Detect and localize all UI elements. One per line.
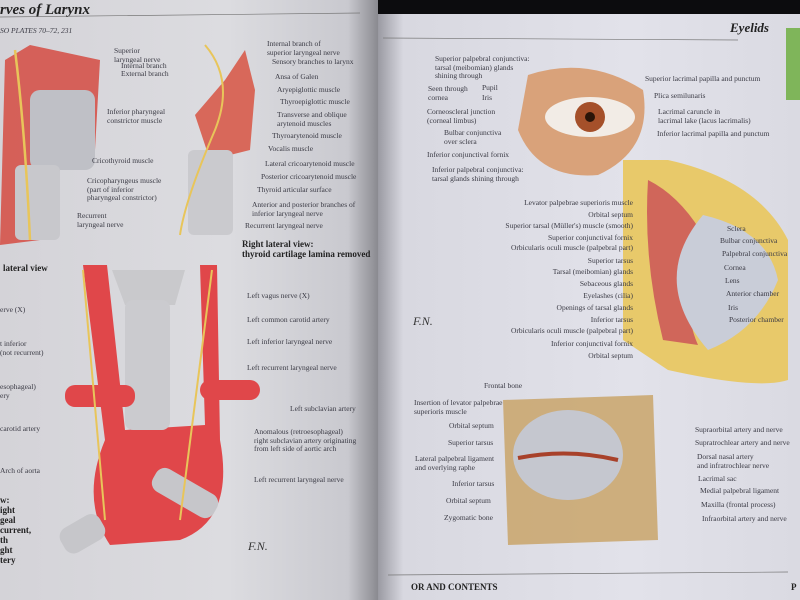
orbit-right-label: Medial palpebral ligament — [700, 486, 780, 495]
section-right-label: Palpebral conjunctiva — [722, 249, 788, 258]
orbit-left-label: Zygomatic bone — [444, 513, 493, 522]
fig2-label: Transverse and oblique arytenoid muscles — [277, 110, 347, 128]
section-right-label: Bulbar conjunctiva — [720, 236, 778, 245]
eye-left-label: Superior palpebral conjunctiva: tarsal (… — [435, 54, 530, 80]
fig3-right-label: Left common carotid artery — [247, 315, 330, 324]
eye-right-label: Inferior lacrimal papilla and punctum — [657, 129, 770, 138]
section-left-label: Tarsal (meibomian) glands — [552, 267, 633, 276]
fig2-label: Thyroarytenoid muscle — [272, 131, 342, 140]
fig1-label: External branch — [121, 69, 169, 78]
section-left-label: Orbital septum — [588, 351, 633, 360]
section-right-label: Anterior chamber — [726, 289, 780, 298]
left-page-title: rves of Larynx — [0, 2, 90, 18]
background-shadow — [378, 0, 800, 14]
fig2-label: Sensory branches to larynx — [272, 57, 354, 66]
orbit-right-label: Lacrimal sac — [698, 474, 737, 483]
section-tab — [786, 28, 800, 100]
section-left-label: Openings of tarsal glands — [556, 303, 633, 312]
fig3-right-label: Anomalous (retroesophageal) right subcla… — [254, 427, 357, 453]
figure-caption: w: ight geal current, th ght tery — [0, 495, 32, 565]
orbit-right-label: Maxilla (frontal process) — [701, 500, 776, 509]
section-left-label: Orbital septum — [588, 210, 633, 219]
fig3-right-label: Left inferior laryngeal nerve — [247, 337, 333, 346]
section-left-label: Orbicularis oculi muscle (palpebral part… — [510, 326, 633, 335]
eye-right-label: Superior lacrimal papilla and punctum — [645, 74, 761, 83]
figure-caption: Right lateral view: thyroid cartilage la… — [242, 239, 371, 259]
fig2-label: Anterior and posterior branches of infer… — [252, 200, 356, 218]
fig2-label: Aryepiglottic muscle — [277, 85, 341, 94]
eye-left-label: Bulbar conjunctiva over sclera — [444, 128, 502, 146]
svg-text:F.N.: F.N. — [412, 314, 433, 328]
section-left-label: Superior tarsus — [587, 256, 633, 265]
orbit-left-label: Lateral palpebral ligament and overlying… — [415, 454, 495, 472]
eye-right-label: Lacrimal caruncle in lacrimal lake (lacu… — [658, 107, 751, 125]
eye-left-label: Iris — [482, 93, 492, 102]
fig3-left-label: carotid artery — [0, 424, 41, 433]
page-corner-letter: P — [791, 582, 797, 592]
orbit-right-label: Supratrochlear artery and nerve — [695, 438, 790, 447]
section-right-label: Sclera — [727, 224, 746, 233]
section-right-label: Iris — [728, 303, 738, 312]
orbit-right-label: Supraorbital artery and nerve — [695, 425, 783, 434]
orbit-right-label: Dorsal nasal artery and infratrochlear n… — [697, 452, 770, 470]
section-left-label: Sebaceous glands — [579, 279, 633, 288]
fig3-right-label: Left subclavian artery — [290, 404, 356, 413]
fig3-left-label: Arch of aorta — [0, 466, 40, 475]
fig2-label: Vocalis muscle — [268, 144, 314, 153]
fig2-label: Recurrent laryngeal nerve — [245, 221, 323, 230]
left-page-plates-ref: SO PLATES 70–72, 231 — [0, 26, 73, 35]
fig2-label: Posterior cricoarytenoid muscle — [261, 172, 357, 181]
section-right-label: Lens — [725, 276, 740, 285]
figure-caption: lateral view — [3, 263, 48, 273]
right-page-title: Eyelids — [730, 20, 769, 35]
fig3-right-label: Left vagus nerve (X) — [247, 291, 310, 300]
section-left-label: Orbicularis oculi muscle (palpebral part… — [510, 243, 633, 252]
fig1-label: Internal branch — [121, 61, 167, 70]
eye-left-label: Seen through cornea — [428, 84, 468, 102]
fig3-right-label: Left recurrent laryngeal nerve — [247, 363, 337, 372]
fig3-right-label: Left recurrent laryngeal nerve — [254, 475, 344, 484]
fig3-left-label: t inferior (not recurrent) — [0, 339, 44, 357]
section-left-label: Superior conjunctival fornix — [548, 233, 633, 242]
eye-left-label: Inferior conjunctival fornix — [427, 150, 510, 159]
orbit-right-label: Infraorbital artery and nerve — [702, 514, 787, 523]
fig3-left-label: erve (X) — [0, 305, 26, 314]
left-page: rves of Larynx SO PLATES 70–72, 231 F.N.… — [0, 0, 378, 600]
eye-right-label: Plica semilunaris — [654, 91, 706, 100]
eye-left-label: Inferior palpebral conjunctiva: tarsal g… — [432, 165, 524, 183]
orbit-left-label: Orbital septum — [449, 421, 494, 430]
fig1-label: Inferior pharyngeal constrictor muscle — [107, 107, 166, 125]
fig1-label: Superior laryngeal nerve — [114, 46, 161, 64]
orbit-left-label: Superior tarsus — [448, 438, 494, 447]
fig1-label: Cricothyroid muscle — [92, 156, 154, 165]
section-right-label: Posterior chamber — [729, 315, 784, 324]
fig2-label: Ansa of Galen — [275, 72, 319, 81]
eye-left-label: Corneoscleral junction (corneal limbus) — [427, 107, 496, 125]
orbit-left-label: Orbital septum — [446, 496, 491, 505]
section-left-label: Inferior conjunctival fornix — [550, 339, 633, 348]
svg-text:F.N.: F.N. — [247, 539, 268, 553]
page-footer: OR AND CONTENTS — [411, 582, 498, 592]
section-left-label: Eyelashes (cilia) — [583, 291, 633, 300]
right-page: F.N. Eyelids OR AND CONTENTS P Superior … — [378, 0, 800, 600]
fig3-left-label: esophageal) ery — [0, 382, 36, 400]
orbit-left-label: Insertion of levator palpebrae superiori… — [414, 398, 503, 416]
fig1-label: Recurrent laryngeal nerve — [77, 211, 124, 229]
eye-left-label: Pupil — [482, 83, 498, 92]
orbit-left-label: Inferior tarsus — [452, 479, 495, 488]
section-left-label: Superior tarsal (Müller's) muscle (smoot… — [505, 221, 633, 230]
section-left-label: Inferior tarsus — [590, 315, 633, 324]
fig2-label: Thyroid articular surface — [257, 185, 332, 194]
eyelid-illustrations: F.N. — [382, 37, 789, 576]
fig2-label: Lateral cricoarytenoid muscle — [265, 159, 355, 168]
fig2-label: Internal branch of superior laryngeal ne… — [267, 39, 340, 57]
section-left-label: Levator palpebrae superioris muscle — [524, 198, 633, 207]
larynx-illustrations: F.N. — [0, 12, 361, 554]
section-right-label: Cornea — [724, 263, 746, 272]
fig1-label: Cricopharyngeus muscle (part of inferior… — [87, 176, 162, 202]
fig2-label: Thyroepiglottic muscle — [280, 97, 350, 106]
orbit-left-label: Frontal bone — [484, 381, 523, 390]
